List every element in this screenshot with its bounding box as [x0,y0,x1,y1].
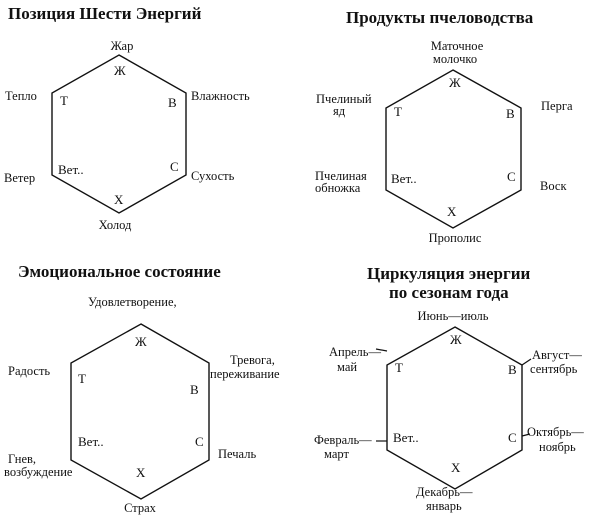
inner-label-upper-right: В [506,106,515,121]
outer-label-upper-left-line1: Апрель— [329,345,381,359]
inner-label-upper-right: В [168,95,177,110]
outer-label-bottom-line2: январь [426,499,462,513]
outer-label-bottom-line1: Декабрь— [416,485,473,499]
inner-label-top: Ж [450,332,462,347]
outer-label-bottom: Холод [98,218,132,232]
inner-label-upper-left: Т [60,93,68,108]
outer-label-lower-left-line1: Пчелиная [315,169,367,183]
inner-label-top: Ж [114,63,126,78]
outer-label-upper-right: Перга [541,99,573,113]
outer-label-upper-left-line2: яд [333,104,346,118]
inner-label-lower-right: С [195,434,204,449]
inner-label-lower-right: С [508,430,517,445]
outer-label-top-line1: Маточное [430,39,484,53]
outer-label-lower-left-line1: Февраль— [314,433,372,447]
outer-label-upper-right-line1: Август— [532,348,582,362]
outer-label-lower-left-line2: возбуждение [4,465,73,479]
outer-label-lower-right: Печаль [218,447,257,461]
inner-label-lower-left: Вет.. [58,162,84,177]
inner-label-bottom: Х [451,460,461,475]
inner-label-top: Ж [135,334,147,349]
inner-label-upper-right: В [508,362,517,377]
inner-label-bottom: Х [136,465,146,480]
leader-line-upper-left [375,348,388,352]
outer-label-upper-right-line1: Тревога, [230,353,275,367]
outer-label-top: Удовлетворение, [88,295,177,309]
panel-title: Эмоциональное состояние [18,262,221,281]
panel-title-line1: Циркуляция энергии [367,264,531,283]
inner-label-lower-left: Вет.. [393,430,419,445]
outer-label-top: Жар [110,39,134,53]
inner-label-lower-left: Вет.. [391,171,417,186]
inner-label-upper-left: Т [394,104,402,119]
outer-label-upper-left-line1: Пчелиный [316,92,372,106]
outer-label-lower-right-line1: Октябрь— [527,425,584,439]
outer-label-lower-left-line1: Гнев, [8,452,37,466]
outer-label-upper-left-line2: май [337,360,358,374]
panel-title-line2: по сезонам года [389,283,509,302]
outer-label-upper-right-line2: сентябрь [530,362,578,376]
outer-label-upper-right: Влажность [191,89,250,103]
leader-line-upper-right [521,358,532,366]
inner-label-lower-left: Вет.. [78,434,104,449]
outer-label-top: Июнь—июль [417,309,489,323]
outer-label-upper-left: Тепло [5,89,37,103]
leader-line-lower-right [521,433,531,437]
outer-label-bottom: Страх [124,501,156,515]
inner-label-top: Ж [449,75,461,90]
outer-label-lower-left-line2: обножка [315,181,361,195]
outer-label-lower-right-line2: ноябрь [539,440,576,454]
inner-label-lower-right: С [507,169,516,184]
inner-label-upper-right: В [190,382,199,397]
outer-label-lower-right: Воск [540,179,567,193]
outer-label-bottom: Прополис [428,231,482,245]
outer-label-lower-left-line2: март [324,447,349,461]
outer-label-lower-left: Ветер [4,171,36,185]
outer-label-lower-right: Сухость [191,169,235,183]
inner-label-bottom: Х [447,204,457,219]
panel-title: Позиция Шести Энергий [8,4,202,23]
outer-label-upper-right-line2: переживание [210,367,280,381]
inner-label-bottom: Х [114,192,124,207]
inner-label-lower-right: С [170,159,179,174]
inner-label-upper-left: Т [395,360,403,375]
outer-label-upper-left: Радость [8,364,51,378]
panel-title: Продукты пчеловодства [346,8,534,27]
outer-label-top-line2: молочко [432,52,478,66]
inner-label-upper-left: Т [78,371,86,386]
